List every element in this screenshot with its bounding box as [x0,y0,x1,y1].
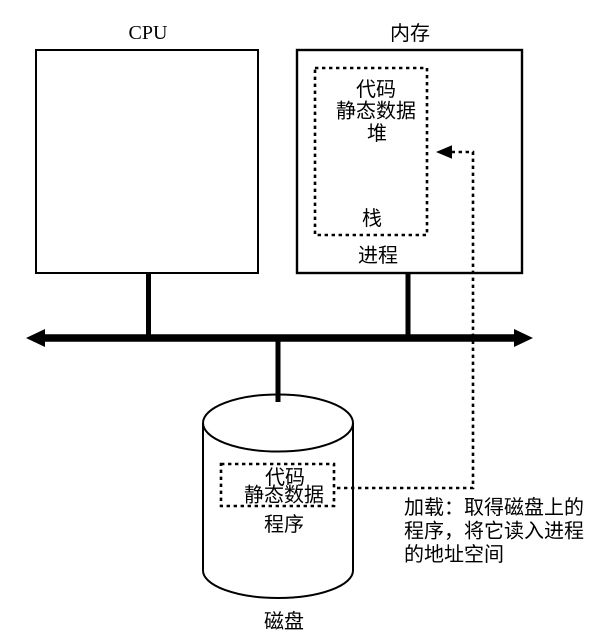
memory-box [295,48,524,275]
disk-code-label: 代码 [265,466,305,489]
load-annotation-line2: 程序，将它读入进程 [404,520,584,543]
disk-top-ellipse [202,393,354,453]
cpu-title: CPU [129,22,168,44]
stack-label: 栈 [362,207,382,230]
cpu-box [35,49,259,274]
load-arrow-path [337,150,475,490]
load-arrowhead-icon [436,145,452,159]
load-annotation: 加载：取得磁盘上的 程序，将它读入进程 的地址空间 [404,496,584,566]
load-annotation-line1: 加载：取得磁盘上的 [404,496,584,519]
disk-cylinder [202,393,354,599]
disk-bottom-arc [202,570,354,599]
memory-title: 内存 [390,22,430,45]
heap-label: 堆 [367,122,387,145]
memory-code-label: 代码 [356,78,396,101]
load-annotation-line3: 的地址空间 [404,543,504,566]
disk-static-data-label: 静态数据 [244,484,324,507]
memory-static-data-label: 静态数据 [336,100,416,123]
bus-left-arrowhead-icon [26,329,45,347]
bus-right-arrowhead-icon [514,329,533,347]
process-label: 进程 [358,244,398,267]
disk-program-dashed-box [219,462,336,508]
disk-label: 磁盘 [264,610,304,633]
program-label: 程序 [264,513,304,536]
address-space-dashed-box [313,66,429,237]
